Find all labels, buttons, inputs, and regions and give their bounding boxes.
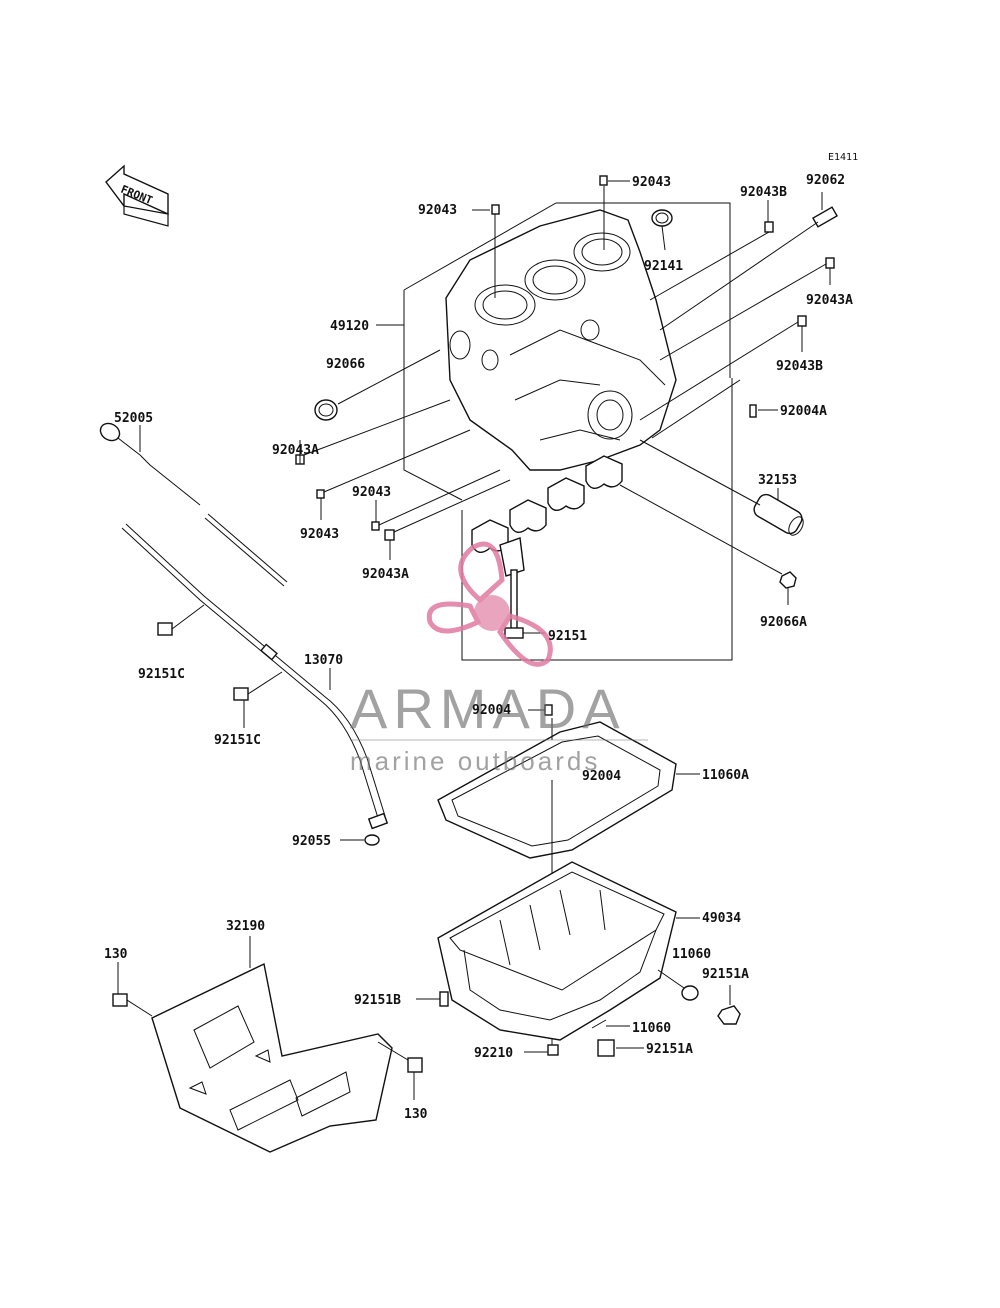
- oil-seal-92141-part: [651, 209, 673, 227]
- washer-11060-a-part: [657, 969, 699, 1001]
- label-11060-a: 11060: [672, 947, 711, 962]
- label-92043A-low: 92043A: [362, 567, 409, 582]
- label-49034: 49034: [702, 911, 741, 926]
- dipstick-guide-13070-part: [121, 523, 389, 830]
- label-92141: 92141: [644, 259, 683, 274]
- label-92055: 92055: [292, 834, 331, 849]
- label-92151A-a: 92151A: [702, 967, 749, 982]
- watermark-tagline: marine outboards: [350, 746, 600, 776]
- label-92043-b: 92043: [300, 527, 339, 542]
- label-92004-a: 92004: [472, 703, 511, 718]
- label-92043B-a: 92043B: [740, 185, 787, 200]
- plug-92066A-part: [779, 571, 797, 589]
- label-130-b: 130: [404, 1107, 428, 1122]
- sleeve-32153-part: [753, 493, 804, 536]
- label-92043A-left: 92043A: [272, 443, 319, 458]
- oil-pan-49034-part: [437, 861, 700, 1041]
- leader-lines-block: [299, 180, 831, 634]
- part-number-labels: 92043 92043 92043B 92062 92141 92043A 49…: [104, 173, 853, 1122]
- watermark-brand: ARMADA: [350, 677, 626, 740]
- label-11060A: 11060A: [702, 768, 749, 783]
- washer-11060-b-part: [591, 1019, 630, 1029]
- label-92066: 92066: [326, 357, 365, 372]
- nut-92210-part: [524, 1044, 559, 1056]
- guard-32190-part: [151, 936, 393, 1153]
- cylinder-block-part: [445, 209, 677, 471]
- label-92043B-b: 92043B: [776, 359, 823, 374]
- label-92043-a: 92043: [352, 485, 391, 500]
- label-92043-top: 92043: [632, 175, 671, 190]
- label-92210: 92210: [474, 1046, 513, 1061]
- bolt-130-a-part: [112, 962, 153, 1017]
- label-13070: 13070: [304, 653, 343, 668]
- armada-watermark: ARMADA marine outboards: [350, 541, 648, 776]
- label-92004A: 92004A: [780, 404, 827, 419]
- dipstick-52005-part: [99, 422, 288, 587]
- bolt-92151C-a-part: [157, 604, 205, 636]
- label-92043-left: 92043: [418, 203, 457, 218]
- label-92151B: 92151B: [354, 993, 401, 1008]
- label-92043A-right: 92043A: [806, 293, 853, 308]
- bearing-bolt-part: [504, 569, 524, 639]
- label-92062: 92062: [806, 173, 845, 188]
- drain-plug-92151A-a-part: [717, 985, 741, 1025]
- bolt-92151C-b-part: [233, 671, 283, 728]
- label-92004-b: 92004: [582, 769, 621, 784]
- label-130-a: 130: [104, 947, 128, 962]
- bearing-caps-part: [471, 455, 623, 577]
- assembly-bracket-frame: [403, 202, 741, 661]
- label-92151A-b: 92151A: [646, 1042, 693, 1057]
- drain-plug-92151A-b-part: [597, 1039, 644, 1057]
- label-92151C-b: 92151C: [214, 733, 261, 748]
- o-ring-92055-part: [340, 834, 380, 846]
- label-32190: 32190: [226, 919, 265, 934]
- bolt-130-b-part: [377, 1041, 423, 1100]
- oil-seal-92066-part: [314, 399, 338, 421]
- label-92151: 92151: [548, 629, 587, 644]
- label-11060-b: 11060: [632, 1021, 671, 1036]
- label-52005: 52005: [114, 411, 153, 426]
- label-32153: 32153: [758, 473, 797, 488]
- propeller-logo-icon: [426, 541, 553, 667]
- label-92151C-a: 92151C: [138, 667, 185, 682]
- label-49120: 49120: [330, 319, 369, 334]
- diagram-ref-label: E1411: [828, 152, 858, 163]
- bolt-92151B-part: [416, 991, 449, 1007]
- fitting-92062-part: [812, 206, 838, 228]
- label-92066A: 92066A: [760, 615, 807, 630]
- front-arrow-icon: FRONT: [105, 164, 169, 227]
